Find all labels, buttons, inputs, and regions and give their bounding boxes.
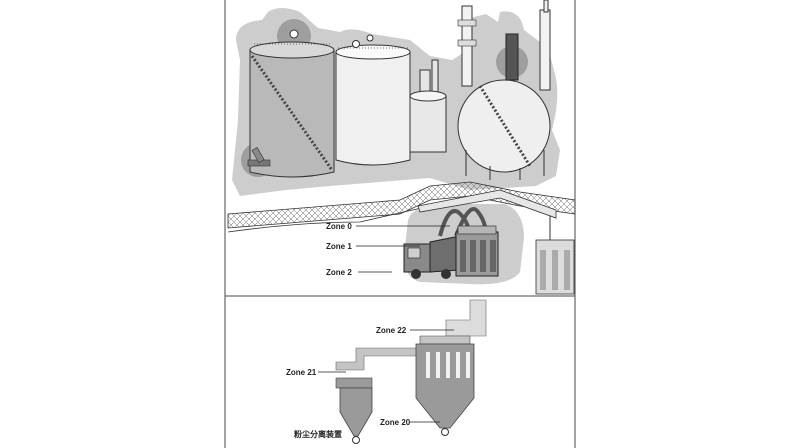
small-vessel [409,90,447,153]
zone0-label: Zone 0 [326,222,352,231]
top-panel: Zone 0 Zone 1 Zone 2 [227,0,576,295]
zone2-label: Zone 2 [326,268,352,277]
cyclone-separator [335,377,373,444]
dust-separator-caption: 粉尘分离装置 [294,429,342,439]
tanker-truck [403,235,461,279]
sphere-tank [457,79,551,180]
loading-equipment [455,225,499,277]
zone1-label: Zone 1 [326,242,352,251]
storage-tank-1 [249,29,335,178]
bag-filter [415,335,475,436]
valve-assembly [247,147,271,167]
zone20-label: Zone 20 [380,418,411,427]
loading-canopy [417,189,575,295]
zone21-label: Zone 21 [286,368,317,377]
bottom-panel: Zone 22 Zone 21 Zone 20 粉尘分离装置 [286,299,487,444]
storage-tank-2 [335,34,411,166]
zone22-label: Zone 22 [376,326,407,335]
